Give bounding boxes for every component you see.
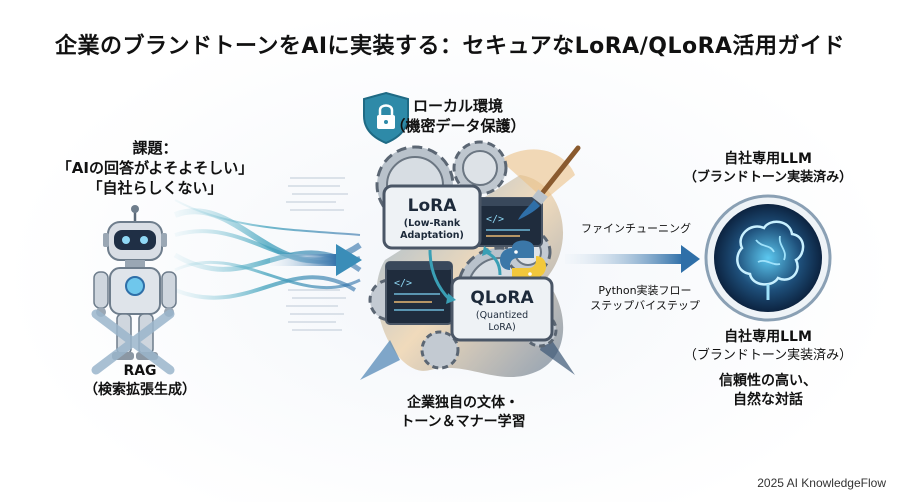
problem-quote: 「AIの回答がよそよそしい」 「自社らしくない」: [30, 158, 280, 199]
lora-card-subtitle: (Low-Rank Adaptation): [386, 218, 478, 243]
qlora-card-title: QLoRA: [470, 288, 534, 308]
local-env-label: ローカル環境 （機密データ保護）: [378, 96, 538, 137]
data-stream-lines: [286, 177, 348, 331]
lora-card: [382, 184, 482, 250]
brain-icon: [704, 194, 832, 322]
problem-quote-line: 「AIの回答がよそよそしい」: [56, 159, 254, 177]
qlora-card-subtitle-line: LoRA): [488, 322, 516, 334]
local-env-subtitle: （機密データ保護）: [390, 117, 526, 136]
trust-line: 信頼性の高い、: [719, 373, 817, 389]
qlora-card: [450, 276, 554, 342]
svg-text:</>: </>: [486, 214, 504, 225]
learning-line: 企業独自の文体・: [407, 395, 519, 411]
llm-bottom-title: 自社専用LLM: [724, 329, 812, 345]
paintbrush-icon: [518, 145, 581, 220]
python-flow-subtitle: ステップバイステップ: [590, 298, 700, 312]
cross-mark-icon: [91, 309, 175, 375]
qlora-card-subtitle-line: (Quantized: [475, 310, 529, 321]
cycle-arrow-icon: [428, 246, 502, 304]
llm-bottom-label: 自社専用LLM （ブランドトーン実装済み）: [668, 328, 868, 364]
learning-line: トーン＆マナー学習: [400, 413, 526, 430]
problem-quote-line: 「自社らしくない」: [87, 179, 223, 198]
flow-arrow-icon: [270, 244, 362, 276]
flow-waves: [173, 199, 362, 300]
credit-text: 2025 AI KnowledgeFlow: [757, 476, 886, 490]
lora-card-title: LoRA: [407, 196, 457, 216]
lora-card-subtitle-line: (Low-Rank: [403, 218, 461, 229]
rag-title: RAG: [123, 363, 157, 379]
page-title: 企業のブランドトーンをAIに実装する：セキュアなLoRA/QLoRA活用ガイド: [54, 34, 846, 59]
trust-line: 自然な対話: [733, 391, 803, 408]
trust-label: 信頼性の高い、 自然な対話: [668, 372, 868, 410]
lora-card-subtitle-line: Adaptation): [400, 230, 464, 242]
llm-top-title: 自社専用LLM: [724, 151, 812, 167]
right-flow-arrow-icon: [565, 245, 700, 273]
svg-text:</>: </>: [394, 278, 412, 289]
learning-label: 企業独自の文体・ トーン＆マナー学習: [368, 394, 558, 432]
llm-top-subtitle: （ブランドトーン実装済み）: [683, 169, 853, 185]
fine-tuning-label: ファインチューニング: [581, 222, 691, 235]
shield-lock-icon: [363, 91, 409, 145]
llm-bottom-subtitle: （ブランドトーン実装済み）: [683, 347, 853, 363]
qlora-card-subtitle: (Quantized LoRA): [456, 310, 548, 335]
rag-subtitle: （検索拡張生成）: [84, 381, 196, 398]
llm-top-label: 自社専用LLM （ブランドトーン実装済み）: [668, 150, 868, 186]
rag-label: RAG （検索拡張生成）: [55, 362, 225, 400]
problem-heading: 課題：: [132, 139, 178, 157]
python-flow-title: Python実装フロー: [598, 284, 692, 297]
local-env-title: ローカル環境: [412, 97, 503, 115]
python-flow-label: Python実装フロー ステップバイステップ: [580, 284, 710, 314]
